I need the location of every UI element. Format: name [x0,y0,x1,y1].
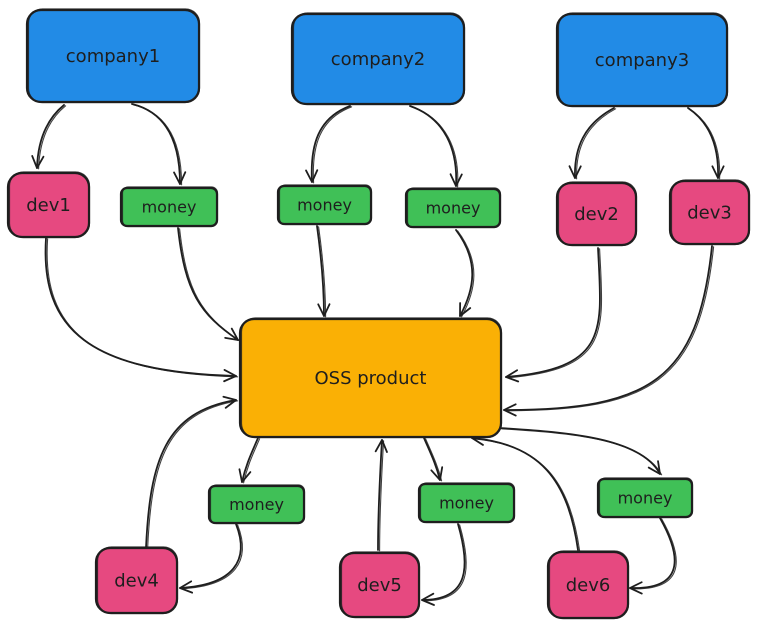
arrow-money1-to-product [177,227,241,342]
arrow-company2-to-money3 [409,105,463,188]
arrowhead-icon [647,460,661,475]
arrow-money2-to-product [316,225,331,318]
arrowhead-icon [305,169,319,183]
node-label-dev3: dev3 [687,203,732,224]
arrowhead-icon [430,466,444,481]
arrow-money4-to-dev4 [179,523,243,594]
node-dev4[interactable]: dev4 [94,546,179,615]
arrowhead-icon [505,369,520,383]
arrow-dev5-to-product [374,439,388,552]
node-label-company2: company2 [331,49,425,70]
arrow-product-to-money6 [499,427,663,476]
arrowhead-icon [179,580,194,594]
arrow-company2-to-money2 [305,105,353,184]
node-label-money1: money [142,198,197,217]
arrowhead-icon [223,369,237,383]
arrow-dev4-to-product [145,395,239,550]
node-product[interactable]: OSS product [238,317,503,439]
node-label-dev1: dev1 [26,195,71,216]
node-dev6[interactable]: dev6 [546,550,630,620]
arrowhead-icon [224,327,239,341]
arrowhead-icon [31,155,45,169]
arrow-dev2-to-product [505,247,603,383]
node-money4[interactable]: money [207,484,306,525]
node-label-money3: money [426,199,481,218]
node-company2[interactable]: company2 [290,12,466,106]
arrowhead-icon [421,592,435,606]
node-money6[interactable]: money [596,477,694,519]
arrow-company3-to-dev2 [568,107,617,180]
nodes-layer: company1 company2 company3 dev1 dev2 dev3 dev4… [6,8,751,620]
node-money3[interactable]: money [404,187,502,229]
node-label-dev2: dev2 [574,204,619,225]
node-money2[interactable]: money [276,184,373,226]
arrowhead-icon [173,171,187,185]
node-label-company1: company1 [66,46,160,67]
node-label-money5: money [439,494,494,513]
arrowhead-icon [222,395,237,409]
node-label-dev5: dev5 [357,575,402,596]
node-label-dev4: dev4 [114,571,159,592]
node-money5[interactable]: money [417,482,516,524]
node-label-dev6: dev6 [566,575,611,596]
arrow-company1-to-money1 [131,103,187,186]
arrowhead-icon [238,468,252,483]
arrowhead-icon [374,439,388,453]
arrow-product-to-money4 [238,437,261,484]
node-company1[interactable]: company1 [25,8,201,104]
arrow-product-to-money5 [423,437,444,482]
arrow-money5-to-dev5 [421,523,467,606]
node-dev1[interactable]: dev1 [6,171,91,239]
node-dev5[interactable]: dev5 [338,551,421,619]
arrowhead-icon [459,302,472,317]
arrow-dev1-to-product [44,237,239,383]
node-dev2[interactable]: dev2 [555,181,638,247]
edges-layer [31,103,725,606]
node-label-money4: money [229,495,284,514]
node-label-company3: company3 [595,50,689,71]
arrowhead-icon [568,165,582,179]
arrow-money6-to-dev6 [629,517,677,595]
node-dev3[interactable]: dev3 [668,179,751,246]
arrowhead-icon [449,173,463,187]
arrow-dev3-to-product [503,245,715,417]
node-label-product: OSS product [315,368,427,389]
node-company3[interactable]: company3 [555,12,729,108]
arrow-company3-to-dev3 [687,107,725,180]
arrow-company1-to-dev1 [31,104,67,170]
node-label-money2: money [297,196,352,215]
node-money1[interactable]: money [119,186,219,228]
arrowhead-icon [503,403,517,417]
node-label-money6: money [618,489,673,508]
arrowhead-icon [317,303,331,317]
arrow-money3-to-product [455,229,475,318]
arrowhead-icon [711,165,725,179]
arrowhead-icon [629,581,643,595]
